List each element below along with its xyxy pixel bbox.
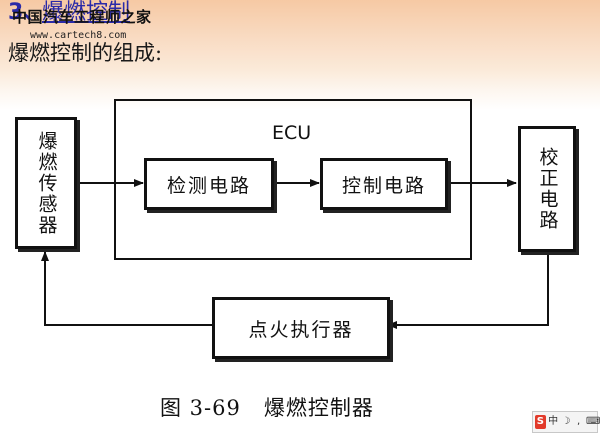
- control-circuit-label: 控制电路: [341, 174, 426, 197]
- correction-circuit-label: 校正电路: [536, 147, 559, 231]
- slide-subtitle: 爆燃控制的组成:: [8, 41, 163, 65]
- moon-icon[interactable]: ☽: [561, 416, 571, 427]
- comma-icon[interactable]: ,: [577, 416, 581, 427]
- detect-circuit-label: 检测电路: [166, 174, 251, 197]
- knock-sensor-label: 爆燃传感器: [35, 130, 58, 236]
- ignition-actuator-block: 点火执行器: [212, 297, 390, 359]
- sogou-logo-icon[interactable]: S: [535, 415, 546, 429]
- watermark-url: www.cartech8.com: [30, 30, 127, 41]
- ecu-boundary: [114, 99, 472, 260]
- correction-circuit-block: 校正电路: [518, 126, 576, 252]
- arrow-correction-to-actuator: [387, 250, 549, 329]
- arrow-actuator-to-sensor: [41, 251, 212, 326]
- heading-title-link[interactable]: 爆燃控制: [42, 0, 131, 25]
- control-circuit-block: 控制电路: [320, 158, 448, 210]
- ecu-label: ECU: [272, 122, 312, 144]
- knock-sensor-block: 爆燃传感器: [15, 117, 77, 249]
- ime-toolbar[interactable]: S 中 ☽ , ⌨: [532, 411, 600, 433]
- detect-circuit-block: 检测电路: [144, 158, 274, 210]
- watermark-site-name: 中国汽车工程师之家: [12, 8, 152, 26]
- heading-number: 3、: [8, 0, 46, 25]
- keyboard-icon[interactable]: ⌨: [586, 416, 600, 427]
- ime-language-toggle[interactable]: 中: [548, 416, 559, 427]
- figure-caption: 图 3-69 爆燃控制器: [160, 396, 374, 420]
- ignition-actuator-label: 点火执行器: [248, 318, 354, 341]
